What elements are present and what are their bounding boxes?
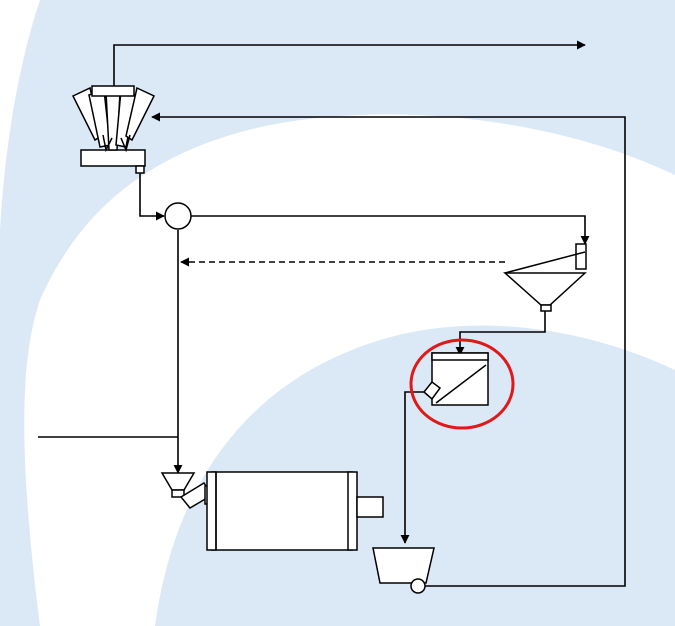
ball-mill-icon — [206, 471, 384, 551]
watermark-band-left — [0, 330, 28, 626]
underflow-to-sump-line — [139, 172, 165, 221]
highlight-circle — [409, 338, 515, 430]
slurry-pump-icon — [372, 547, 435, 594]
thickener-cone-icon — [503, 272, 587, 312]
watermark-band-inner — [155, 325, 675, 626]
separator-to-pump-line — [400, 391, 425, 544]
equipment — [71, 85, 587, 594]
hydrocyclone-cluster-icon — [71, 85, 156, 174]
flow-lines — [38, 40, 626, 587]
sump-to-screen-line — [191, 215, 590, 245]
magnetic-separator-icon — [409, 338, 515, 430]
vibrating-screen-icon — [504, 243, 587, 274]
pump-sump-icon — [164, 202, 192, 230]
recycle-line — [151, 112, 626, 587]
overflow-line — [113, 40, 586, 86]
thickener-to-separator-line — [455, 306, 546, 356]
